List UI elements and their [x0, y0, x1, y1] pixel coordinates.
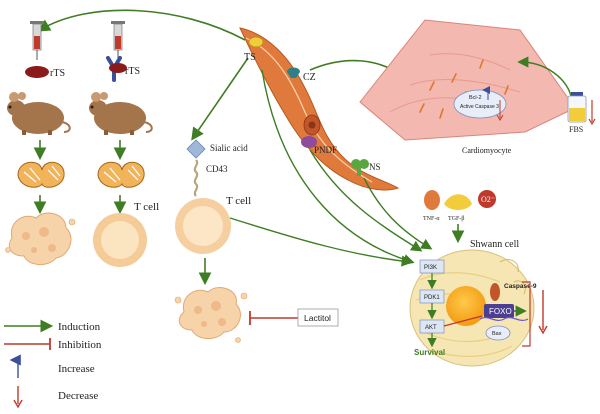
bcl2-label: Bcl-2: [469, 95, 482, 101]
arrow-ts-to-sialic: [191, 57, 249, 141]
tgf-label: TGF-β: [448, 216, 464, 222]
active-caspase-label: Active Caspase 3: [460, 104, 499, 110]
tcell-mid-left-icon: [93, 213, 147, 267]
foxo-box: [484, 304, 514, 318]
foxo-label: FOXO: [489, 307, 512, 316]
ns-label: NS: [369, 162, 381, 172]
cardiomyocyte-icon: [359, 19, 576, 141]
mouse-left-icon: [7, 92, 71, 135]
apoptotic-cell-left-icon: [5, 212, 76, 265]
arrow-fbs-to-cardio: [517, 56, 573, 101]
cardio-nucleus-box: [453, 89, 507, 119]
syringe-left-icon: [30, 21, 44, 60]
sialic-acid-icon: [186, 139, 206, 159]
tcell-center-icon: [175, 198, 231, 254]
pndf-label: PNDF: [314, 145, 337, 155]
lactitol-box: [297, 308, 339, 327]
cd43-label: CD43: [206, 164, 228, 174]
shwann-label: Shwann cell: [470, 239, 519, 250]
rts-left-label: rTS: [50, 68, 65, 79]
mouse-right-icon: [89, 92, 153, 135]
pi3k-label: PI3K: [424, 265, 437, 271]
rts-right-label: rTS: [125, 66, 140, 77]
ns-icon: [351, 159, 369, 176]
sialic-acid-label: Sialic acid: [210, 143, 248, 153]
legend-increase-label: Increase: [58, 363, 95, 375]
inhibition-akt-foxo: [443, 315, 483, 327]
tgf-icon: [444, 194, 472, 210]
arrow-parasite-to-shwann-1: [261, 69, 415, 265]
ts-icon: [248, 36, 264, 48]
cd43-icon: [193, 159, 199, 197]
cardiomyocyte-label: Cardiomyocyte: [462, 146, 512, 155]
dna-icon: [479, 316, 529, 322]
bax-label: Bax: [492, 331, 502, 337]
bax-box: [485, 325, 511, 341]
rts-left-icon: [25, 66, 49, 78]
legend-induction-label: Induction: [58, 321, 101, 333]
thymus-right-icon: [97, 161, 145, 188]
pndf-icon: [301, 136, 317, 148]
apoptotic-cell-center-icon: [174, 287, 248, 343]
trypanosome-icon: [239, 27, 400, 191]
o2-icon: [478, 190, 496, 208]
caspase9-icon: [490, 283, 500, 301]
legend-decrease-label: Decrease: [58, 390, 98, 402]
arrow-parasite-to-shwann-2: [309, 149, 423, 252]
shwann-nucleus-icon: [446, 286, 486, 326]
tnf-icon: [424, 190, 440, 210]
survival-label: Survival: [414, 348, 445, 357]
tcell-center-label: T cell: [226, 195, 251, 207]
lactitol-label: Lactitol: [304, 313, 331, 323]
legend-inhibition-label: Inhibition: [58, 339, 102, 351]
thymus-left-icon: [17, 161, 65, 188]
syringe-right-icon: [111, 21, 125, 58]
tcell-mid-left-label: T cell: [134, 201, 159, 213]
o2-label: O2⁻: [481, 195, 495, 204]
bracket-right: [522, 281, 531, 347]
cz-icon: [287, 67, 300, 78]
fbs-bottle-icon: [567, 92, 587, 123]
tnf-label: TNF-α: [423, 216, 440, 222]
fbs-label: FBS: [569, 125, 583, 134]
akt-label: AKT: [425, 325, 437, 331]
arrow-ts-to-left-syringe: [37, 9, 246, 41]
caspase9-label: Caspase-9: [504, 283, 537, 290]
arrow-parasite-to-shwann-3: [363, 177, 433, 250]
rts-right-icon: [109, 63, 127, 73]
arrow-tcell-to-shwann: [229, 217, 413, 267]
pdk1-label: PDK1: [424, 295, 440, 301]
cz-label: CZ: [303, 72, 316, 83]
ts-label: TS: [244, 52, 256, 63]
